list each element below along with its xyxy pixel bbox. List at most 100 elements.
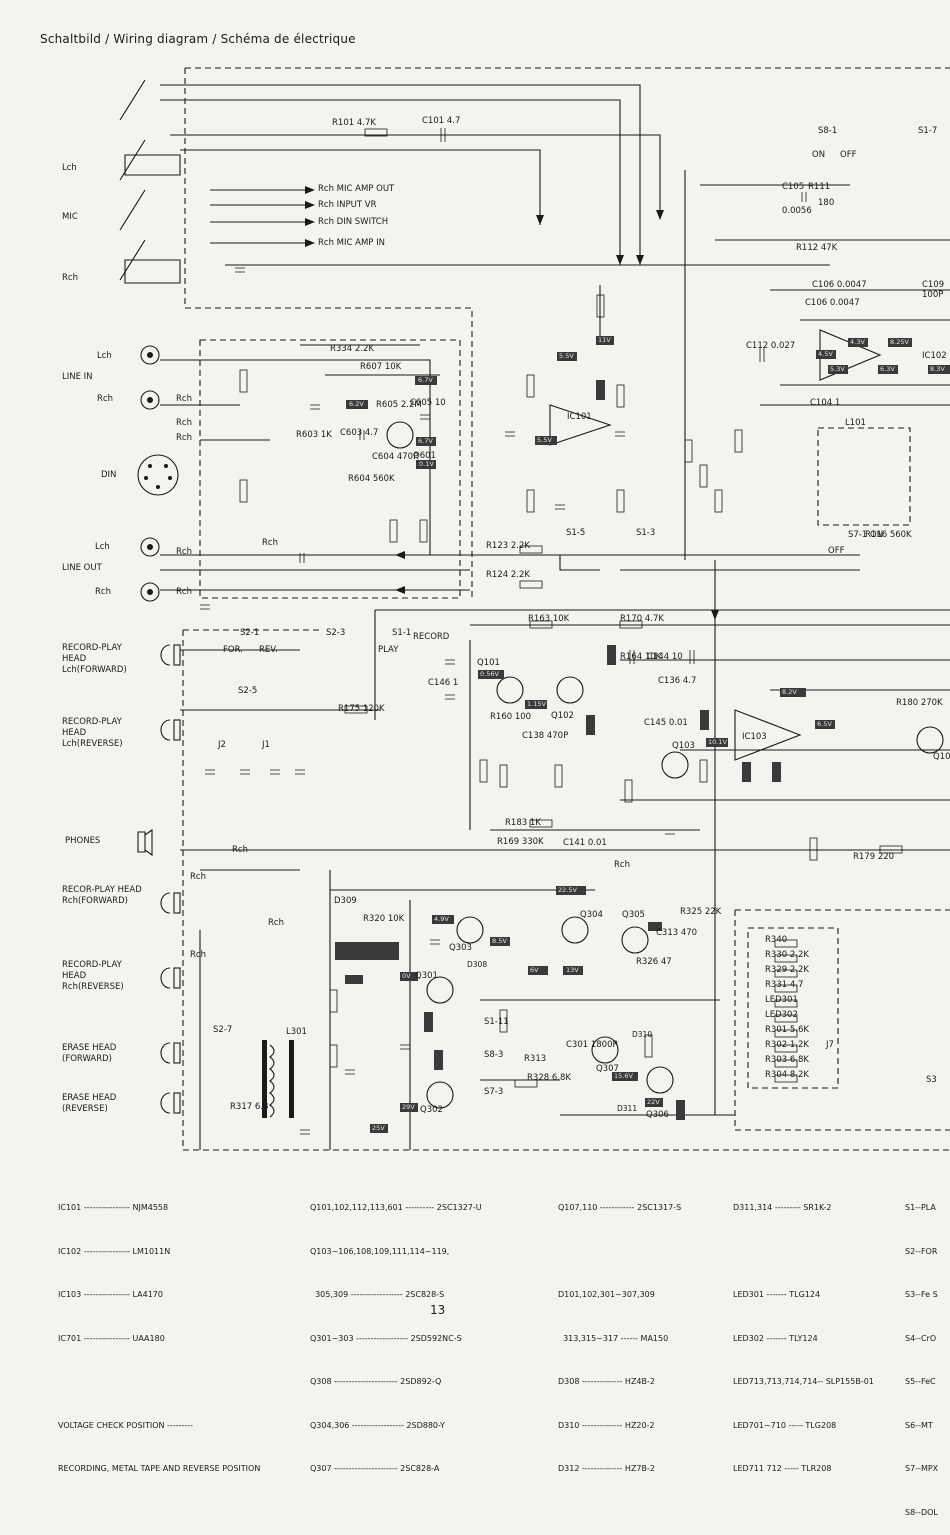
label-head-lch-reverse: RECORD-PLAY HEAD Lch(REVERSE) [62,717,123,749]
legend-line: S4--CrO [905,1333,937,1343]
switch-on-label: ON [870,530,884,540]
legend-line: LED301 ------- TLG124 [733,1290,821,1299]
q301-label: Q301 [415,971,438,981]
q101-label: Q101 [477,658,500,668]
voltage-tag: 8.2V [782,688,797,696]
tape-heads [137,644,181,1114]
tag-rch: Rch [614,860,630,870]
comp-label: R301 5.6K [765,1025,809,1035]
label-mic: MIC [62,212,78,222]
comp-label: R180 270K [896,698,943,708]
voltage-tag: 0.56V [480,670,499,678]
comp-label: R169 330K [497,837,544,847]
switch-s8-1: S8-1 [818,126,838,136]
comp-label: R160 100 [490,712,532,722]
legend-line: Q107,110 ------------ 2SC1317-S [558,1203,682,1212]
route-din-switch: Rch DIN SWITCH [318,217,389,227]
label-rch-line-out: Rch [95,587,111,597]
signal-arrows [305,186,719,620]
j7-label: J7 [826,1040,834,1050]
comp-label: C106 0.0047 [812,280,867,290]
voltage-tag: 25V [372,1124,385,1132]
comp-label: R604 560K [348,474,395,484]
legend-line [558,1245,681,1260]
d311-label: D311 [617,1104,638,1113]
comp-label: R183 1K [505,818,541,828]
comp-label: R607 10K [360,362,402,372]
d308-label: D308 [467,960,488,969]
voltage-tag: 13V [566,966,579,974]
legend-ics: IC101 ---------------- NJM4558 IC102 ---… [58,1172,260,1491]
voltage-tags [335,336,950,1133]
comp-label: R179 220 [853,852,895,862]
page-number: 13 [430,1303,446,1317]
legend-line: LED302 ------- TLY124 [733,1333,818,1343]
comp-label: R340 [765,935,788,945]
label-head-rch-reverse: RECORD-PLAY HEAD Rch(REVERSE) [62,960,124,992]
voltage-tag: 29V [402,1103,415,1111]
transformer-l301 [262,1040,294,1118]
legend-line: LED701~710 ----- TLG208 [733,1420,837,1430]
q601-label: Q601 [413,451,436,461]
switch-s1-3: S1-3 [636,528,656,538]
legend-line: D101,102,301~307,309 [558,1290,655,1299]
q104-label: Q104 [933,752,950,762]
comp-label: R112 47K [796,243,838,253]
legend-line: D311,314 --------- SR1K-2 [733,1203,832,1212]
q302-label: Q302 [420,1105,443,1115]
comp-label: C141 0.01 [563,838,607,848]
legend-transistors: Q101,102,112,113,601 ---------- 2SC1327-… [310,1172,482,1491]
legend-line: RECORDING, METAL TAPE AND REVERSE POSITI… [58,1464,261,1473]
switch-on-label: ON [812,150,826,160]
switch-s7-1: S7-1 [848,530,868,540]
comp-label: R328 6.8K [527,1073,571,1083]
schematic-diagram [119,67,950,1151]
voltage-tag: 15.6V [614,1072,633,1080]
comp-label: 0.0056 [782,206,812,216]
comp-label: C144 10 [647,652,683,662]
label-erase-reverse: ERASE HEAD (REVERSE) [62,1093,117,1114]
legend-line: Q103~106,108,109,111,114~119, [310,1246,450,1256]
comp-label: LED302 [765,1010,798,1020]
j2-label: J2 [218,740,226,750]
legend-line: IC701 ---------------- UAA180 [58,1333,165,1343]
comp-label: R170 4.7K [620,614,664,624]
label-rch-line-in: Rch [97,394,113,404]
j1-label: J1 [262,740,270,750]
comp-label: C106 0.0047 [805,298,860,308]
switch-record-label: RECORD [413,632,450,642]
q103-label: Q103 [672,741,695,751]
capacitor-symbols [200,128,807,1135]
switch-rev-label: REV. [259,645,278,655]
switch-s2-7: S2-7 [213,1025,233,1035]
comp-label: R331 4.7 [765,980,804,990]
comp-label: R329 2.2K [765,965,809,975]
switch-play-label: PLAY [378,645,399,655]
legend-leds: D311,314 --------- SR1K-2 LED301 -------… [733,1172,874,1491]
comp-label: R330 2.2K [765,950,809,960]
legend-line [733,1245,874,1260]
voltage-tag: 6.2V [349,400,364,408]
comp-label: 180 [818,198,835,208]
switch-s3: S3 [926,1075,937,1085]
legend-line: IC103 ---------------- LA4170 [58,1290,163,1299]
transistor-symbols [386,421,944,1109]
voltage-tag: 6.5V [817,720,832,728]
ic103-label: IC103 [742,732,767,742]
switch-s1-5: S1-5 [566,528,586,538]
legend-line: D310 -------------- HZ20-2 [558,1420,655,1430]
voltage-tag: 4.3V [850,338,865,346]
legend-line: S5--FeC [905,1377,936,1386]
legend-line: S6--MT [905,1420,933,1430]
q304-label: Q304 [580,910,603,920]
comp-label: R603 1K [296,430,332,440]
label-din: DIN [101,470,117,480]
voltage-tag: 0V [402,972,411,980]
comp-label: C101 4.7 [422,116,461,126]
voltage-tag: 6.7V [418,376,433,384]
voltage-tag: 6V [530,966,539,974]
legend-line: S1--PLA [905,1203,936,1212]
label-head-rch-forward: RECOR-PLAY HEAD Rch(FORWARD) [62,885,142,906]
tag-rch: Rch [262,538,278,548]
wiring [160,84,950,1150]
